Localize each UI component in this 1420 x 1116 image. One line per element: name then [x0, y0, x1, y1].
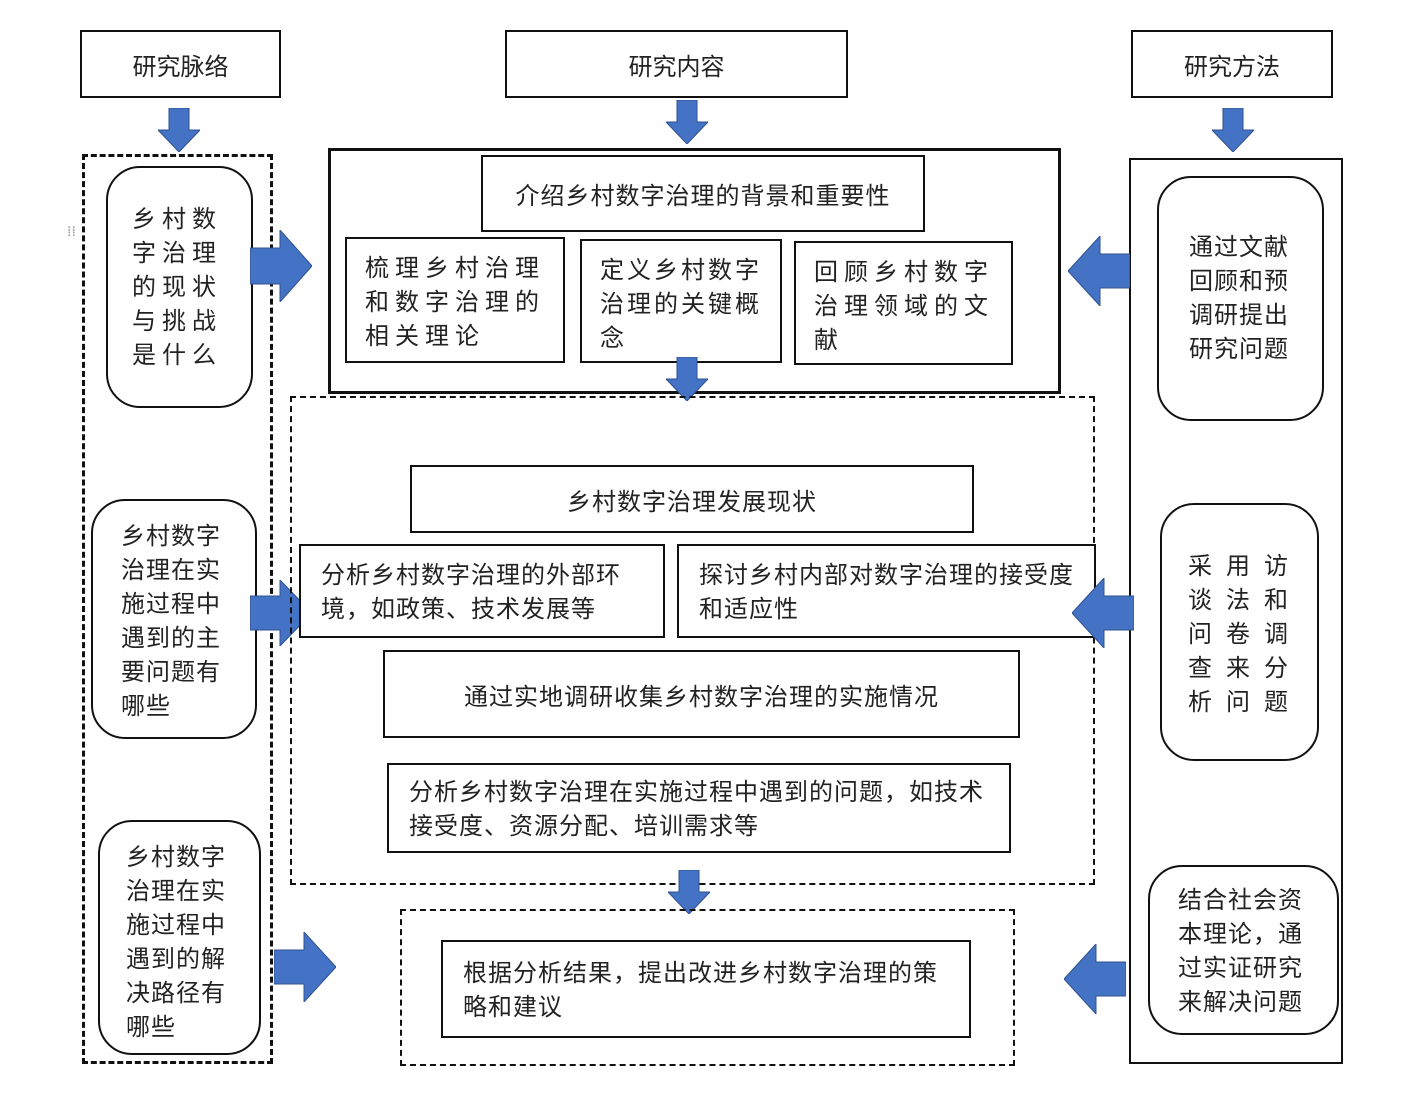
- header-research-context-label: 研究脉络: [132, 52, 229, 81]
- theory-review-text: 梳理乡村治理和数字治理的相关理论: [365, 254, 545, 350]
- key-concepts-box: 定义乡村数字治理的关键概念: [580, 239, 782, 363]
- down-arrow-icon: [668, 870, 710, 914]
- header-research-method-label: 研究方法: [1184, 52, 1280, 81]
- implementation-problems-text: 分析乡村数字治理在实施过程中遇到的问题，如技术接受度、资源分配、培训需求等: [409, 778, 984, 840]
- method-empirical-text: 结合社会资本理论，通过实证研究来解决问题: [1178, 886, 1303, 1016]
- method-literature-text: 通过文献回顾和预调研提出研究问题: [1189, 233, 1289, 363]
- strategy-proposal-box: 根据分析结果，提出改进乡村数字治理的策略和建议: [441, 940, 971, 1038]
- down-arrow-icon: [158, 108, 200, 152]
- method-empirical: 结合社会资本理论，通过实证研究来解决问题: [1148, 865, 1339, 1035]
- header-research-method: 研究方法: [1131, 30, 1333, 98]
- internal-acceptance-box: 探讨乡村内部对数字治理的接受度和适应性: [677, 544, 1096, 638]
- header-research-content: 研究内容: [505, 30, 848, 98]
- literature-review-box: 回顾乡村数字治理领域的文献: [794, 241, 1013, 365]
- left-arrow-icon: [1068, 236, 1130, 306]
- left-arrow-icon: [1064, 944, 1126, 1014]
- strategy-proposal-text: 根据分析结果，提出改进乡村数字治理的策略和建议: [463, 959, 938, 1021]
- method-literature: 通过文献回顾和预调研提出研究问题: [1157, 176, 1324, 421]
- down-arrow-icon: [1212, 108, 1254, 152]
- method-interview-survey-text: 采用访谈法和问卷调查来分析问题: [1188, 552, 1302, 716]
- fieldwork-text: 通过实地调研收集乡村数字治理的实施情况: [464, 682, 939, 711]
- implementation-problems-box: 分析乡村数字治理在实施过程中遇到的问题，如技术接受度、资源分配、培训需求等: [387, 763, 1011, 853]
- down-arrow-icon: [666, 357, 708, 401]
- down-arrow-icon: [666, 100, 708, 144]
- question-main-problems-text: 乡村数字治理在实施过程中遇到的主要问题有哪些: [121, 522, 221, 720]
- external-environment-box: 分析乡村数字治理的外部环境，如政策、技术发展等: [299, 544, 665, 638]
- external-environment-text: 分析乡村数字治理的外部环境，如政策、技术发展等: [321, 561, 621, 623]
- key-concepts-text: 定义乡村数字治理的关键概念: [600, 256, 762, 352]
- theory-review-box: 梳理乡村治理和数字治理的相关理论: [345, 237, 565, 363]
- right-arrow-icon: [250, 230, 312, 302]
- internal-acceptance-text: 探讨乡村内部对数字治理的接受度和适应性: [699, 561, 1074, 623]
- left-arrow-icon: [1072, 578, 1134, 648]
- content-section-proposal: [400, 909, 1015, 1066]
- header-research-context: 研究脉络: [80, 30, 281, 98]
- drag-handle-icon: ⁞⁞: [67, 224, 76, 240]
- background-importance-box: 介绍乡村数字治理的背景和重要性: [481, 155, 925, 232]
- development-status-box: 乡村数字治理发展现状: [410, 465, 974, 533]
- question-solution-paths: 乡村数字治理在实施过程中遇到的解决路径有哪些: [98, 820, 261, 1055]
- right-arrow-icon: [250, 580, 312, 646]
- fieldwork-box: 通过实地调研收集乡村数字治理的实施情况: [383, 650, 1020, 738]
- question-current-status-text: 乡村数字治理的现状与挑战是什么: [132, 205, 222, 369]
- header-research-content-label: 研究内容: [628, 52, 725, 81]
- development-status-text: 乡村数字治理发展现状: [567, 487, 817, 516]
- question-current-status: 乡村数字治理的现状与挑战是什么: [106, 166, 253, 408]
- question-main-problems: 乡村数字治理在实施过程中遇到的主要问题有哪些: [91, 499, 257, 739]
- question-solution-paths-text: 乡村数字治理在实施过程中遇到的解决路径有哪些: [126, 843, 226, 1041]
- literature-review-text: 回顾乡村数字治理领域的文献: [814, 258, 994, 354]
- background-importance-text: 介绍乡村数字治理的背景和重要性: [515, 182, 891, 210]
- method-interview-survey: 采用访谈法和问卷调查来分析问题: [1160, 503, 1319, 761]
- right-arrow-icon: [274, 932, 336, 1002]
